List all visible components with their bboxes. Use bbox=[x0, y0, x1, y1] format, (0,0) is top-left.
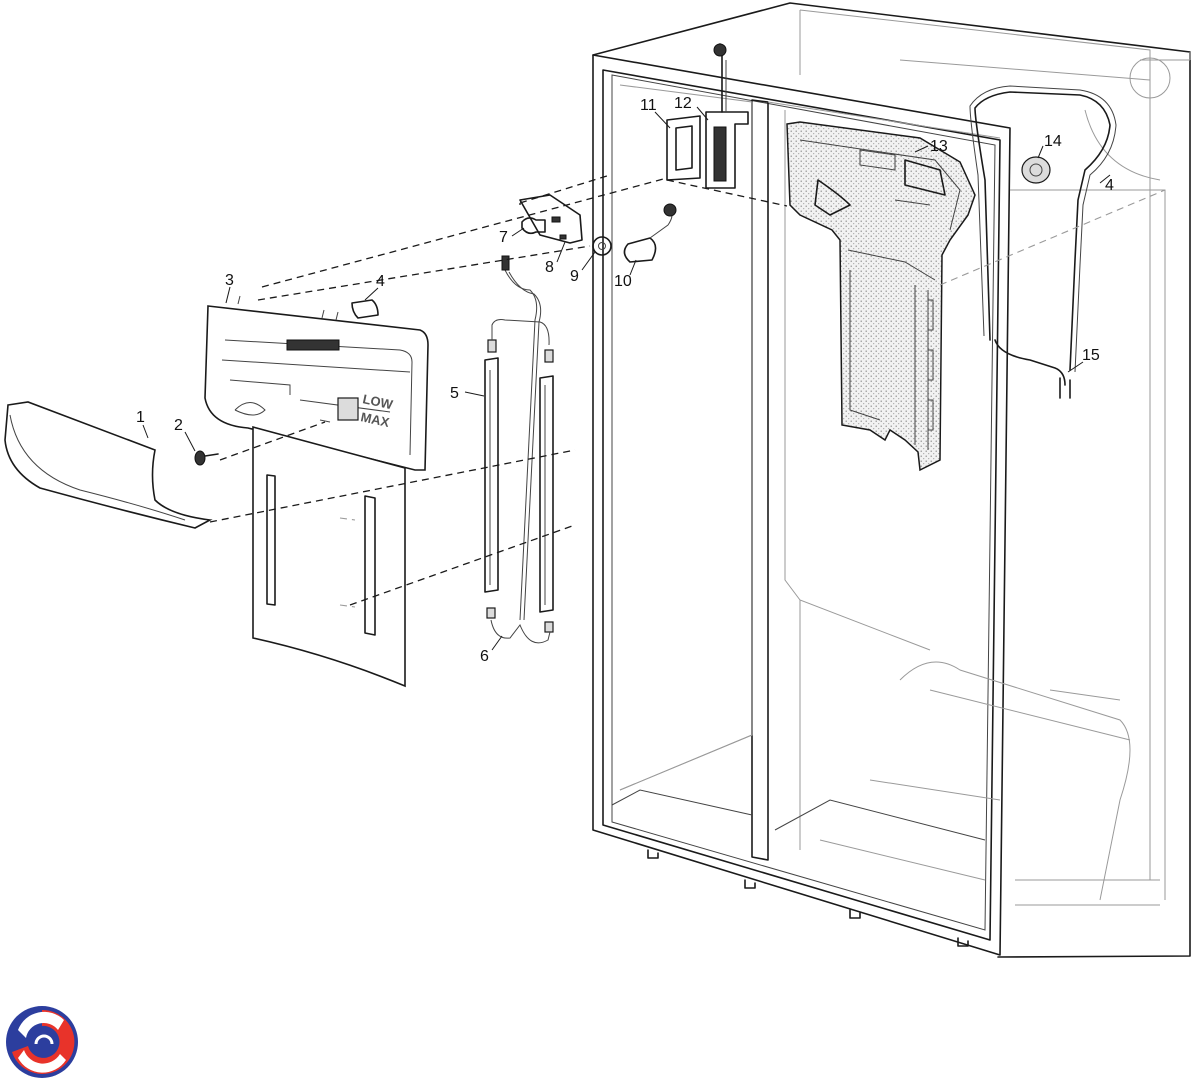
callout-5: 5 bbox=[450, 385, 459, 402]
lamp-bracket-part-8 bbox=[519, 194, 583, 244]
light-assembly-part-5 bbox=[484, 339, 554, 633]
brand-logo bbox=[6, 1006, 78, 1078]
callout-3: 3 bbox=[225, 272, 234, 289]
water-tube bbox=[969, 85, 1117, 399]
lamp-bulb-part-7 bbox=[521, 217, 546, 235]
callout-11: 11 bbox=[640, 97, 657, 114]
callout-labels: 1 2 3 4 4 5 6 7 8 9 10 11 12 13 14 15 bbox=[136, 95, 1114, 665]
cap-part-4 bbox=[351, 299, 379, 319]
callout-12: 12 bbox=[674, 95, 692, 112]
callout-14: 14 bbox=[1044, 133, 1062, 150]
callout-6: 6 bbox=[480, 648, 489, 665]
callout-leaders bbox=[142, 106, 1111, 651]
max-label: MAX bbox=[359, 409, 391, 430]
callout-2: 2 bbox=[174, 417, 183, 434]
damper-part-12 bbox=[705, 43, 749, 189]
dispenser-housing-part-3 bbox=[204, 295, 429, 688]
grommet-part-14 bbox=[1021, 156, 1051, 184]
callout-13: 13 bbox=[930, 138, 948, 155]
callout-7: 7 bbox=[499, 229, 508, 246]
callout-9: 9 bbox=[570, 268, 579, 285]
refrigerator-cabinet bbox=[592, 2, 1191, 958]
wire-harness-part-6 bbox=[490, 255, 551, 644]
alignment-lines bbox=[209, 174, 1166, 608]
grille-part-11 bbox=[666, 115, 701, 181]
callout-10: 10 bbox=[614, 273, 632, 290]
callout-8: 8 bbox=[545, 259, 554, 276]
callout-4-cap: 4 bbox=[376, 273, 385, 290]
cover-part-1 bbox=[4, 401, 213, 529]
callout-1: 1 bbox=[136, 409, 145, 426]
low-label: LOW bbox=[361, 391, 394, 412]
screw-part-2 bbox=[194, 450, 219, 466]
callout-4-tube: 4 bbox=[1105, 177, 1114, 194]
air-duct-part-13 bbox=[786, 121, 976, 472]
callout-15: 15 bbox=[1082, 347, 1100, 364]
lamp-socket-part-10 bbox=[623, 203, 677, 263]
washer-part-9 bbox=[592, 236, 612, 256]
